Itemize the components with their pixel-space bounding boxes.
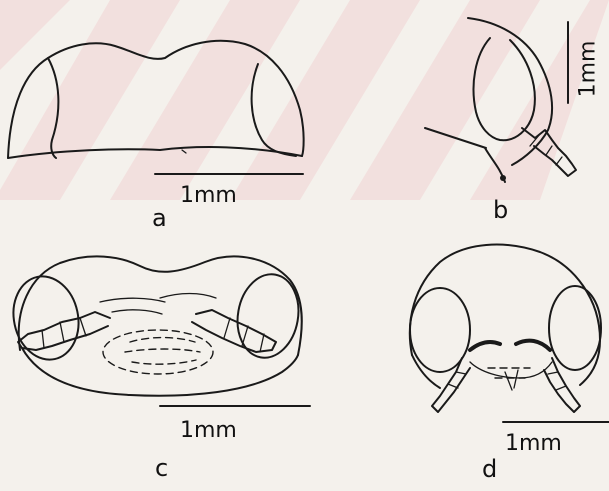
panel-c-letter: c	[155, 456, 168, 480]
panel-d-scale-label: 1mm	[505, 433, 562, 455]
panel-d-drawing	[410, 245, 609, 422]
panel-c-drawing	[6, 256, 310, 406]
panel-a-scale-label: 1mm	[180, 185, 237, 207]
panel-b-scale-label: 1mm	[577, 41, 599, 98]
panel-c-scale-label: 1mm	[180, 420, 237, 442]
watermark-stripes	[0, 0, 609, 200]
panel-a-letter: a	[152, 206, 167, 230]
panel-d-letter: d	[482, 457, 497, 481]
panel-b-letter: b	[493, 198, 508, 222]
